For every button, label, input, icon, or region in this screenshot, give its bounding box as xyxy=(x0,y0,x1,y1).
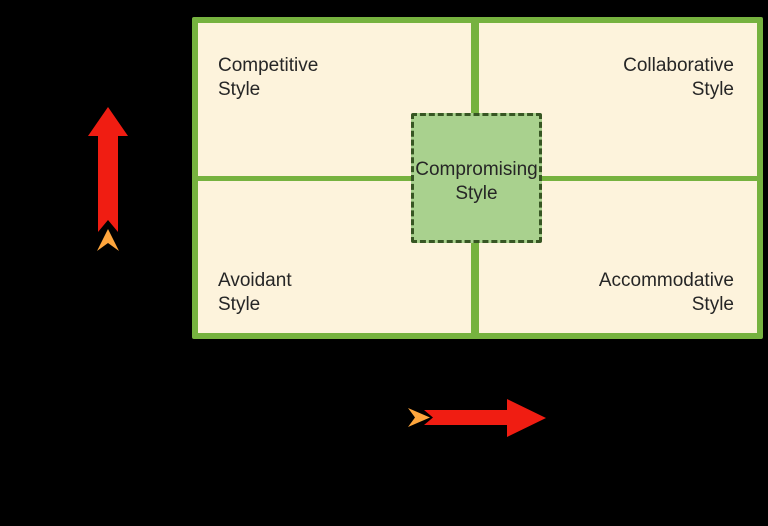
accommodative-style-label: Accommodative Style xyxy=(598,270,734,315)
avoidant-style-label: Avoidant Style xyxy=(218,270,292,315)
competitive-style-label: Competitive Style xyxy=(218,55,319,100)
right-arrow-chevron xyxy=(408,408,430,427)
up-arrow-icon xyxy=(88,107,128,251)
quadrant-accommodative: Accommodative Style xyxy=(479,181,757,333)
right-arrow-icon xyxy=(408,399,546,437)
compromising-style-box: Compromising Style xyxy=(411,113,542,243)
right-arrow-body xyxy=(424,399,546,437)
compromising-style-label: Compromising Style xyxy=(415,159,538,204)
up-arrow-chevron xyxy=(97,229,119,251)
up-arrow-body xyxy=(88,107,128,232)
collaborative-style-label: Collaborative Style xyxy=(623,55,734,100)
